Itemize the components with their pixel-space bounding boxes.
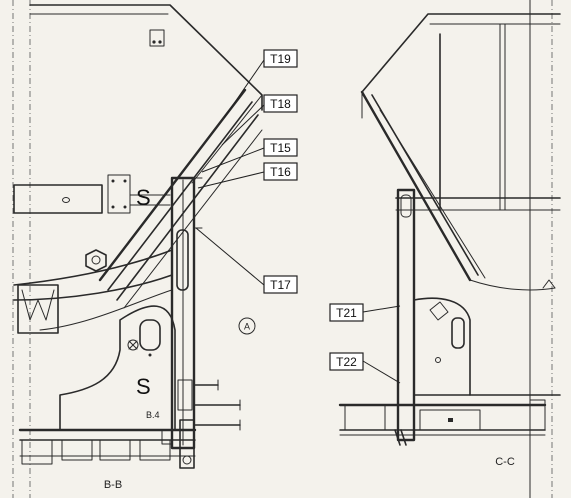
callout-t17-label: T17 xyxy=(270,278,291,292)
callout-t22-label: T22 xyxy=(336,355,357,369)
callout-t17: T17 xyxy=(195,227,298,294)
callout-t15: T15 xyxy=(201,138,298,173)
callout-t22: T22 xyxy=(329,352,401,384)
section-view-c-c xyxy=(338,0,561,498)
callout-t19: T19 xyxy=(223,49,298,119)
detail-marker-label: A xyxy=(244,322,250,332)
callout-t19-label: T19 xyxy=(270,52,291,66)
section-label-c-c: C-C xyxy=(495,456,515,468)
section-mark-s-lower: S xyxy=(136,374,151,399)
callout-t16-label: T16 xyxy=(270,165,291,179)
callout-t18: T18 xyxy=(221,94,298,146)
callout-t18-label: T18 xyxy=(270,97,291,111)
callout-t15-label: T15 xyxy=(270,141,291,155)
callout-t21: T21 xyxy=(329,303,401,322)
section-label-b-b: B-B xyxy=(104,479,122,491)
callout-t21-label: T21 xyxy=(336,306,357,320)
section-mark-s-upper: S xyxy=(136,185,151,210)
section-view-b-b: B.4 xyxy=(12,0,263,498)
callout-t16: T16 xyxy=(197,162,298,189)
detail-marker-a: A xyxy=(238,317,256,335)
part-mark-b4: B.4 xyxy=(146,410,160,420)
